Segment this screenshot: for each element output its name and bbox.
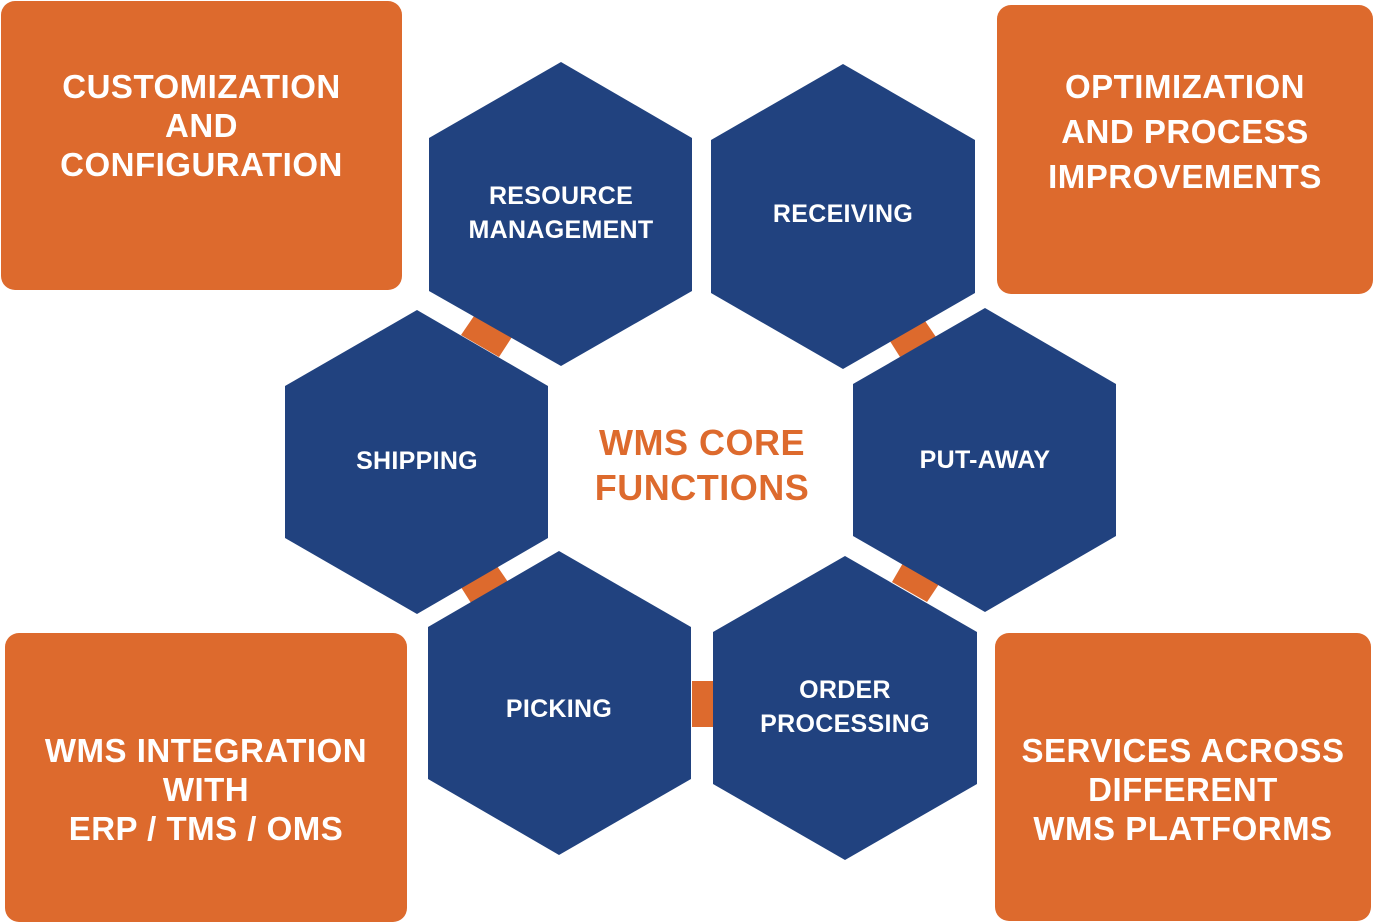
optimization-process-box: OPTIMIZATION AND PROCESS IMPROVEMENTS [997,5,1373,294]
connector-picking-shipping [459,563,508,603]
hex-picking [428,551,691,855]
wms-integration-box: WMS INTEGRATION WITH ERP / TMS / OMS [5,633,407,922]
put-away-label: PUT-AWAY [919,446,1051,474]
services-platforms-box: SERVICES ACROSS DIFFERENT WMS PLATFORMS [995,633,1371,921]
optimization-process-label: OPTIMIZATION AND PROCESS IMPROVEMENTS [1048,68,1322,195]
shipping-label: SHIPPING [356,447,478,475]
center-title: WMS CORE FUNCTIONS [594,422,810,508]
customization-configuration-label: CUSTOMIZATION AND CONFIGURATION [60,68,343,183]
resource-management-label: RESOURCE MANAGEMENT [468,182,654,244]
hex-resource-management [429,62,692,366]
hex-order-processing [713,556,977,860]
hex-shipping [285,310,548,614]
wms-integration-label: WMS INTEGRATION WITH ERP / TMS / OMS [44,732,368,847]
hex-receiving [711,64,975,369]
connector-resource-shipping [461,316,512,357]
order-processing-label: ORDER PROCESSING [760,676,930,738]
receiving-label: RECEIVING [772,200,914,228]
picking-label: PICKING [505,695,613,723]
hex-put-away [853,308,1116,612]
connector-putaway-order [892,563,939,602]
connector-order-picking [692,681,713,727]
customization-configuration-box: CUSTOMIZATION AND CONFIGURATION [1,1,402,290]
connector-receiving-putaway [888,318,936,357]
services-platforms-label: SERVICES ACROSS DIFFERENT WMS PLATFORMS [1021,731,1345,847]
